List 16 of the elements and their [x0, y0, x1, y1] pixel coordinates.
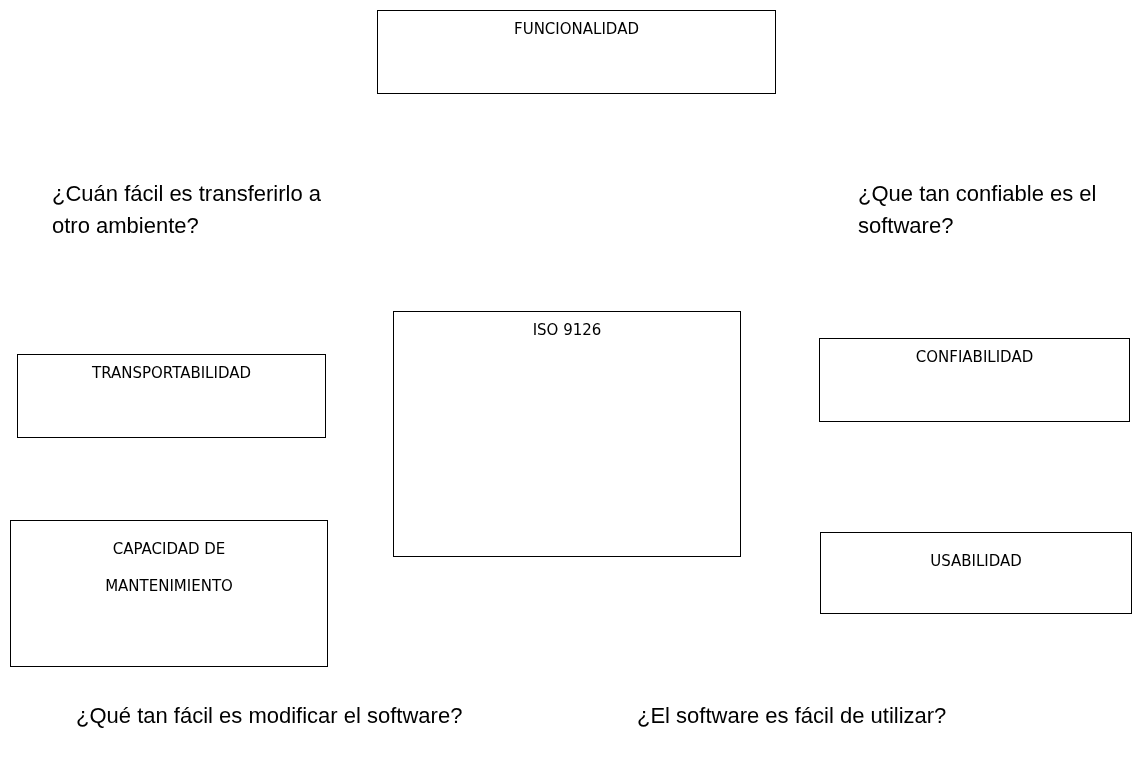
question-text: ¿Cuán fácil es transferirlo a otro ambiente?	[52, 180, 322, 240]
process-box	[17, 354, 326, 438]
process-box	[377, 10, 776, 94]
process-box	[819, 338, 1130, 422]
box-label: CONFIABILIDAD	[914, 347, 1035, 368]
process-box	[393, 311, 741, 557]
box-label: ISO 9126	[531, 320, 603, 341]
process-box	[820, 532, 1132, 614]
box-label: FUNCIONALIDAD	[513, 19, 640, 40]
question-text: ¿Que tan confiable es el software?	[858, 180, 1098, 240]
box-label: USABILIDAD	[929, 551, 1023, 572]
question-text: ¿El software es fácil de utilizar?	[637, 702, 948, 730]
box-label: TRANSPORTABILIDAD	[91, 363, 252, 384]
box-label: CAPACIDAD DE MANTENIMIENTO	[104, 539, 234, 597]
question-text: ¿Qué tan fácil es modificar el software?	[76, 702, 464, 730]
process-box	[10, 520, 328, 667]
